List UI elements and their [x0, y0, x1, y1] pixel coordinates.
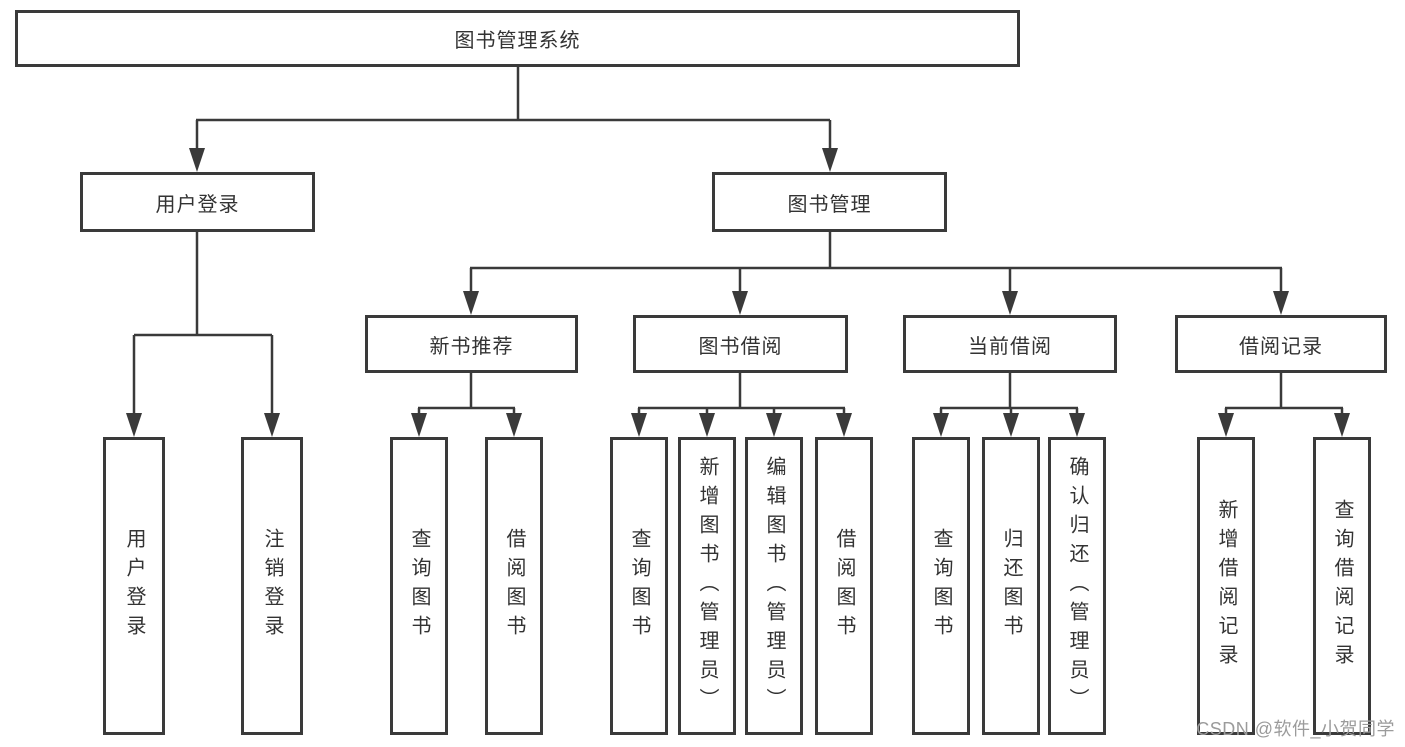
connector-book-management-to-level3 — [463, 232, 1289, 315]
leaf-bb-add-book-admin-label: 新增图书（管理员） — [696, 455, 718, 717]
connector-root-to-level2 — [189, 67, 838, 172]
leaf-nb-borrow-books: 借阅图书 — [485, 437, 543, 735]
leaf-bb-query-books-label: 查询图书 — [628, 528, 650, 644]
connector-user-login-children — [126, 232, 280, 437]
leaf-br-query-record-label: 查询借阅记录 — [1331, 499, 1353, 673]
node-user-login-label: 用户登录 — [155, 193, 240, 216]
connector-current-borrow-children — [933, 373, 1085, 437]
connector-new-book-recommend-children — [411, 373, 522, 437]
leaf-user-login-label: 用户登录 — [123, 528, 145, 644]
leaf-cb-query-books-label: 查询图书 — [930, 528, 952, 644]
leaf-bb-add-book-admin: 新增图书（管理员） — [678, 437, 736, 735]
leaf-nb-query-books: 查询图书 — [390, 437, 448, 735]
node-borrow-records: 借阅记录 — [1175, 315, 1387, 373]
leaf-bb-borrow-books-label: 借阅图书 — [833, 528, 855, 644]
node-book-borrow: 图书借阅 — [633, 315, 848, 373]
leaf-bb-edit-book-admin: 编辑图书（管理员） — [745, 437, 803, 735]
leaf-cb-return-books-label: 归还图书 — [1000, 528, 1022, 644]
node-book-borrow-label: 图书借阅 — [698, 335, 783, 358]
leaf-bb-edit-book-admin-label: 编辑图书（管理员） — [763, 455, 785, 717]
watermark: CSDN @软件_小贺同学 — [1196, 719, 1395, 739]
leaf-cb-confirm-return-admin: 确认归还（管理员） — [1048, 437, 1106, 735]
node-book-management: 图书管理 — [712, 172, 947, 232]
leaf-logout-label: 注销登录 — [261, 528, 283, 644]
leaf-cb-return-books: 归还图书 — [982, 437, 1040, 735]
node-new-book-recommend-label: 新书推荐 — [429, 335, 514, 358]
node-root-label: 图书管理系统 — [454, 30, 581, 52]
node-user-login: 用户登录 — [80, 172, 315, 232]
node-borrow-records-label: 借阅记录 — [1239, 335, 1323, 358]
leaf-nb-query-books-label: 查询图书 — [408, 528, 430, 644]
connector-borrow-records-children — [1218, 373, 1350, 437]
leaf-bb-borrow-books: 借阅图书 — [815, 437, 873, 735]
leaf-bb-query-books: 查询图书 — [610, 437, 668, 735]
node-root: 图书管理系统 — [15, 10, 1020, 67]
leaf-cb-confirm-return-admin-label: 确认归还（管理员） — [1066, 455, 1088, 717]
node-book-management-label: 图书管理 — [787, 193, 872, 216]
leaf-user-login: 用户登录 — [103, 437, 165, 735]
leaf-logout: 注销登录 — [241, 437, 303, 735]
connector-book-borrow-children — [631, 373, 852, 437]
node-current-borrow: 当前借阅 — [903, 315, 1117, 373]
node-new-book-recommend: 新书推荐 — [365, 315, 578, 373]
leaf-br-add-record: 新增借阅记录 — [1197, 437, 1255, 735]
leaf-br-query-record: 查询借阅记录 — [1313, 437, 1371, 735]
leaf-br-add-record-label: 新增借阅记录 — [1215, 499, 1237, 673]
node-current-borrow-label: 当前借阅 — [968, 335, 1052, 358]
leaf-cb-query-books: 查询图书 — [912, 437, 970, 735]
leaf-nb-borrow-books-label: 借阅图书 — [503, 528, 525, 644]
